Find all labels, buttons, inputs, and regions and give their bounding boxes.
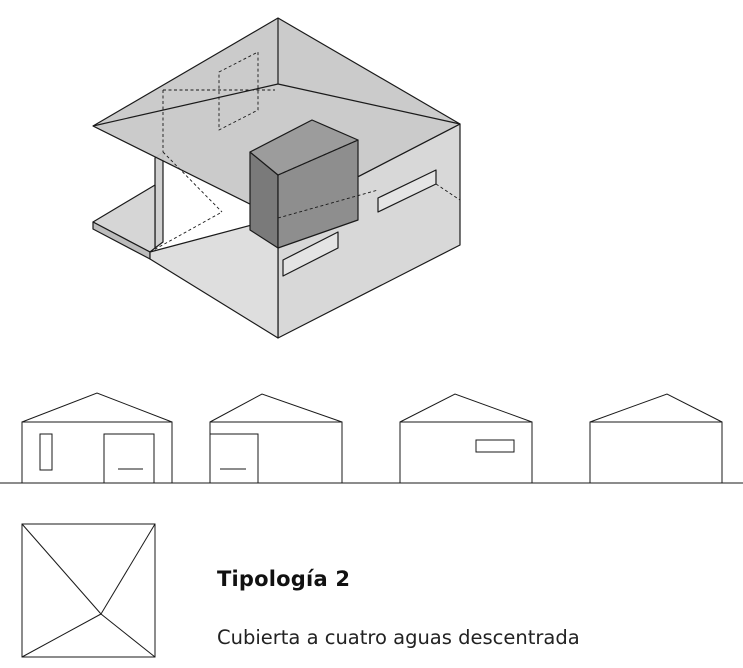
hip-line-1 xyxy=(92,83,279,127)
hip-line-3 xyxy=(277,83,461,125)
front-wall xyxy=(149,217,279,339)
inner-volume-top xyxy=(249,119,359,176)
roof-plan xyxy=(21,523,156,658)
axonometric-house xyxy=(92,17,461,339)
elevations xyxy=(0,392,743,484)
typology-title: Tipología 2 xyxy=(217,567,351,591)
hidden-lines xyxy=(149,51,461,253)
elevation-2 xyxy=(209,393,343,484)
typology-subtitle: Cubierta a cuatro aguas descentrada xyxy=(217,626,580,649)
elevation-3 xyxy=(399,393,533,484)
window-front xyxy=(282,231,339,277)
elevation-4 xyxy=(589,393,723,484)
elevation-1 xyxy=(21,392,173,484)
left-wall xyxy=(154,151,164,249)
